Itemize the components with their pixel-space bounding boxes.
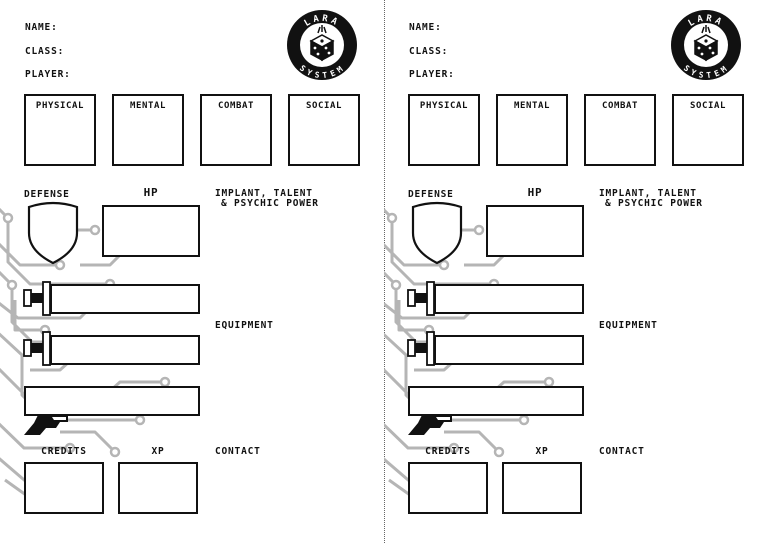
contact-label: CONTACT [215,446,261,457]
hp-label: HP [143,186,159,199]
xp-box[interactable] [502,462,582,514]
stat-box-combat[interactable]: COMBAT [200,94,272,166]
equipment-label: EQUIPMENT [215,320,274,331]
stat-label-combat: COMBAT [601,101,639,111]
stat-label-social: SOCIAL [689,101,727,111]
weapon-slot-1[interactable] [434,284,584,314]
lara-system-logo: LARA SYSTEM [287,10,357,80]
equipment-label: EQUIPMENT [599,320,658,331]
implant-talent-psychic-label: IMPLANT, TALENT & PSYCHIC POWER [215,189,319,209]
hp-box[interactable] [486,205,584,257]
implant-label-line-1: IMPLANT, TALENT [599,188,697,199]
defense-shield-icon[interactable] [24,201,82,265]
player-label: PLAYER: [25,69,71,80]
firearm-slot[interactable] [408,386,584,416]
stat-box-physical[interactable]: PHYSICAL [24,94,96,166]
class-label: CLASS: [409,46,449,57]
implant-label-line-2: & PSYCHIC POWER [221,198,319,209]
stat-label-combat: COMBAT [217,101,255,111]
dice-icon [309,25,335,62]
stat-box-social[interactable]: SOCIAL [672,94,744,166]
stat-box-social[interactable]: SOCIAL [288,94,360,166]
character-sheet-right: NAME: CLASS: PLAYER: LARA SYSTEM PHYSICA… [384,0,768,543]
hp-label: HP [527,186,543,199]
player-label: PLAYER: [409,69,455,80]
credits-box[interactable] [408,462,488,514]
credits-box[interactable] [24,462,104,514]
xp-label: XP [151,446,165,457]
stat-label-mental: MENTAL [513,101,551,111]
stat-box-combat[interactable]: COMBAT [584,94,656,166]
firearm-slot[interactable] [24,386,200,416]
weapon-hilt-icon [23,331,51,366]
implant-talent-psychic-label: IMPLANT, TALENT & PSYCHIC POWER [599,189,703,209]
lara-system-logo: LARA SYSTEM [671,10,741,80]
name-label: NAME: [25,22,58,33]
credits-label: CREDITS [425,446,471,457]
defense-label: DEFENSE [24,189,70,200]
character-sheet-left: NAME: CLASS: PLAYER: LARA SYSTEM PHYSICA… [0,10,360,514]
credits-label: CREDITS [41,446,87,457]
stat-label-physical: PHYSICAL [35,101,85,111]
stat-box-physical[interactable]: PHYSICAL [408,94,480,166]
stat-box-mental[interactable]: MENTAL [112,94,184,166]
defense-shield-icon[interactable] [408,201,466,265]
implant-label-line-1: IMPLANT, TALENT [215,188,313,199]
stat-box-mental[interactable]: MENTAL [496,94,568,166]
dice-icon [693,25,719,62]
hp-box[interactable] [102,205,200,257]
weapon-slot-1[interactable] [50,284,200,314]
pistol-grip-icon [408,415,452,435]
stat-label-physical: PHYSICAL [419,101,469,111]
stat-label-mental: MENTAL [129,101,167,111]
name-label: NAME: [409,22,442,33]
xp-box[interactable] [118,462,198,514]
weapon-hilt-icon [23,281,51,316]
contact-label: CONTACT [599,446,645,457]
stat-label-social: SOCIAL [305,101,343,111]
weapon-slot-2[interactable] [434,335,584,365]
weapon-hilt-icon [407,281,435,316]
weapon-slot-2[interactable] [50,335,200,365]
defense-label: DEFENSE [408,189,454,200]
pistol-grip-icon [24,415,68,435]
weapon-hilt-icon [407,331,435,366]
implant-label-line-2: & PSYCHIC POWER [605,198,703,209]
class-label: CLASS: [25,46,65,57]
xp-label: XP [535,446,549,457]
